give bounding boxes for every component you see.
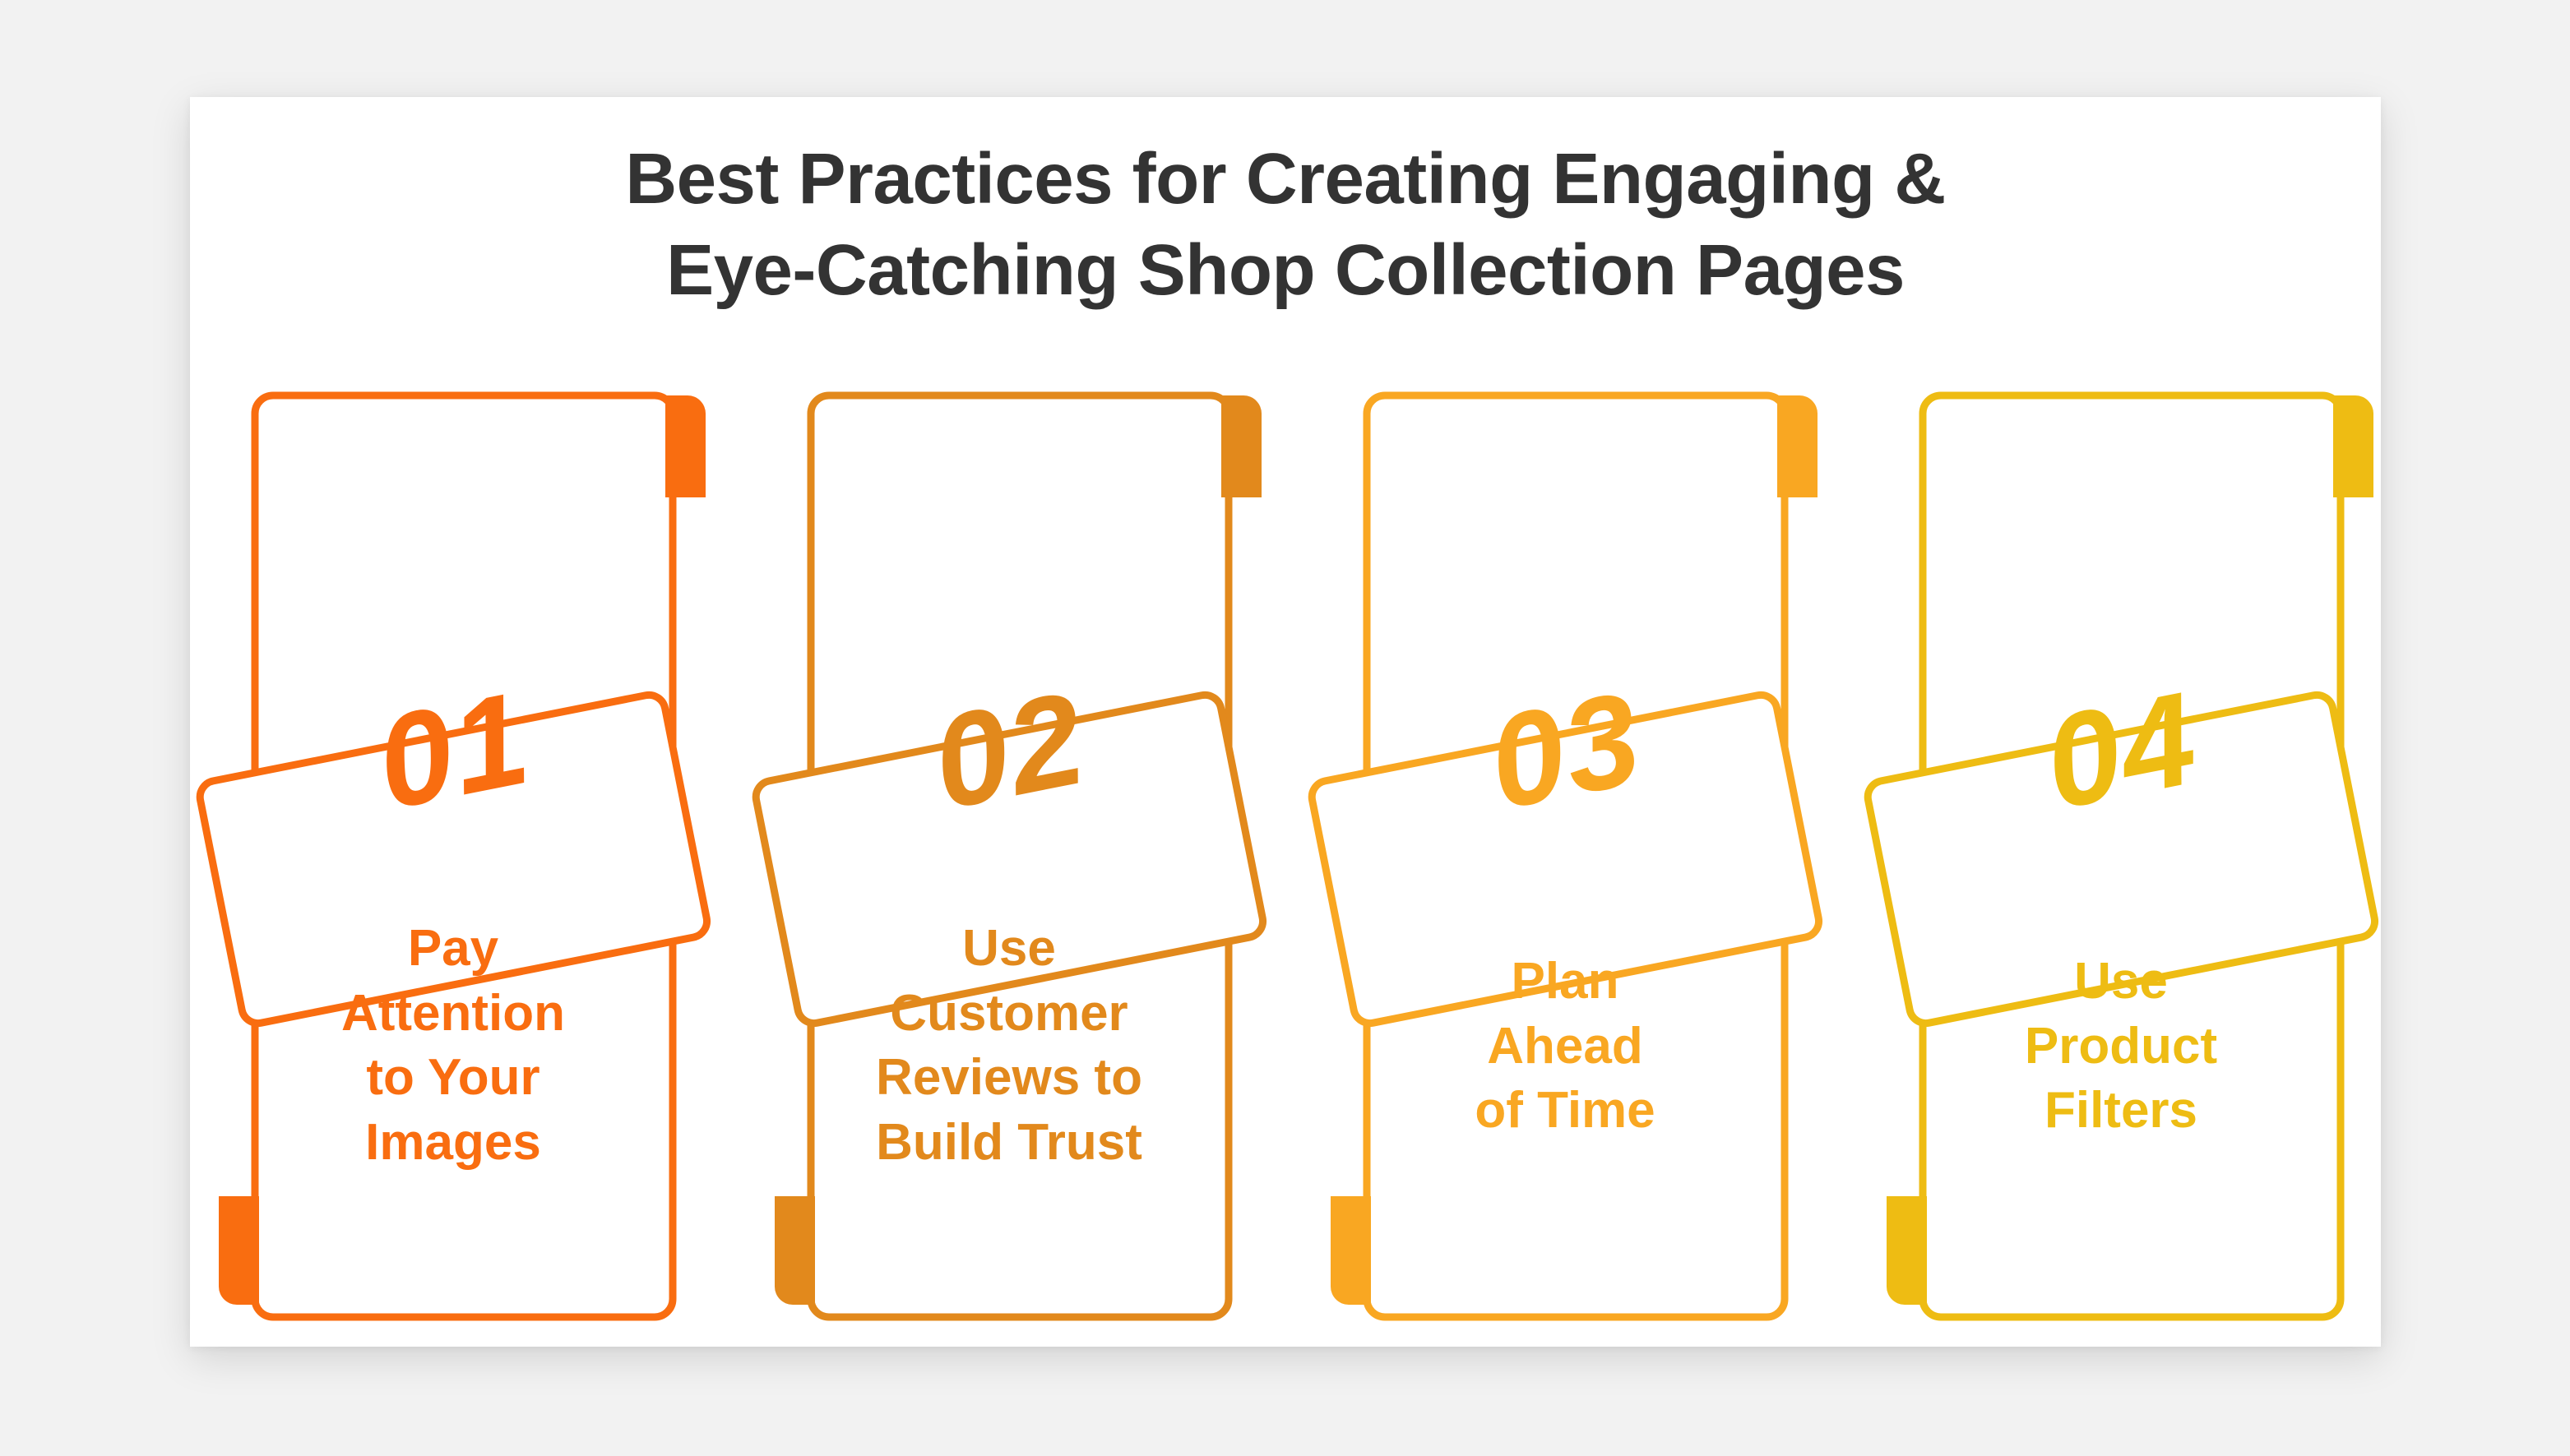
step-card-03[interactable]: 03 Plan Ahead of Time xyxy=(1308,374,1823,1344)
card-graphic-03 xyxy=(1308,391,1823,1321)
corner-fold-bottom-02 xyxy=(775,1196,815,1305)
ribbon-band-02 xyxy=(752,691,1267,1028)
corner-fold-bottom-03 xyxy=(1331,1196,1371,1305)
corner-fold-top-01 xyxy=(665,395,706,497)
corner-fold-top-03 xyxy=(1777,395,1818,497)
corner-fold-bottom-04 xyxy=(1887,1196,1927,1305)
corner-fold-bottom-01 xyxy=(219,1196,259,1305)
corner-fold-top-04 xyxy=(2333,395,2373,497)
ribbon-rect-01 xyxy=(196,691,711,1028)
card-graphic-01 xyxy=(196,391,711,1321)
ribbon-rect-03 xyxy=(1308,691,1823,1028)
step-card-01[interactable]: 01 Pay Attention to Your Images xyxy=(196,374,711,1344)
step-card-04[interactable]: 04 Use Product Filters xyxy=(1864,374,2379,1344)
card-caption-02: Use Customer Reviews to Build Trust xyxy=(876,920,1142,1172)
step-card-02[interactable]: 02 Use Customer Reviews to Build Trust xyxy=(752,374,1267,1344)
cards-row: 01 Pay Attention to Your Images 02 Use C… xyxy=(190,374,2381,1344)
ribbon-band-01 xyxy=(196,691,711,1028)
corner-fold-top-02 xyxy=(1221,395,1262,497)
page-title: Best Practices for Creating Engaging & E… xyxy=(625,139,1946,311)
ribbon-rect-04 xyxy=(1864,691,2379,1028)
ribbon-band-03 xyxy=(1308,691,1823,1028)
card-caption-04: Use Product Filters xyxy=(2024,953,2218,1139)
card-graphic-02 xyxy=(752,391,1267,1321)
card-graphic-04 xyxy=(1864,391,2379,1321)
ribbon-band-04 xyxy=(1864,691,2379,1028)
card-caption-01: Pay Attention to Your Images xyxy=(340,920,566,1172)
ribbon-rect-02 xyxy=(752,691,1267,1028)
card-caption-03: Plan Ahead of Time xyxy=(1475,953,1655,1139)
